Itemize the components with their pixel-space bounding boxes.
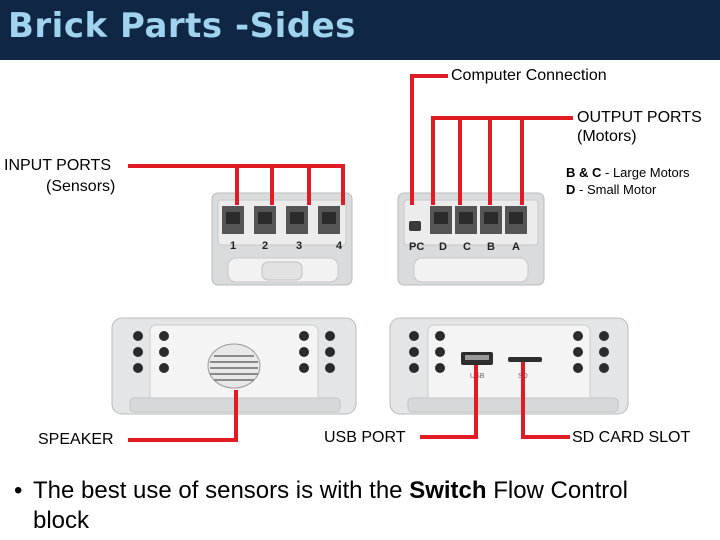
output-port-label-d: D — [439, 241, 447, 253]
sd-card-slot-icon — [508, 357, 542, 362]
input-ports-label-line2: (Sensors) — [46, 178, 116, 195]
output-port-c — [455, 206, 477, 234]
input-ports-label-line1: INPUT PORTS — [4, 157, 111, 174]
input-port-label-1: 1 — [230, 240, 236, 252]
input-port-label-2: 2 — [262, 240, 268, 252]
input-port-label-3: 3 — [296, 240, 302, 252]
input-port-label-4: 4 — [336, 240, 343, 252]
input-side-brick: 1 2 3 4 — [211, 192, 353, 286]
speaker-label: SPEAKER — [38, 431, 114, 448]
bullet-text: The best use of sensors is with the Swit… — [14, 476, 654, 536]
bullet-text-after: Flow Control block — [33, 477, 628, 534]
bullet-point: • The best use of sensors is with the Sw… — [14, 476, 654, 536]
usb-port-icon — [461, 352, 493, 365]
output-port-label-a: A — [512, 241, 520, 253]
usb-sd-side-brick: USB SD — [389, 317, 629, 415]
callout-lines — [128, 74, 573, 442]
bullet-symbol: • — [14, 477, 23, 504]
callout-input-ports — [128, 164, 345, 205]
slide-title: Brick Parts -Sides — [8, 6, 356, 46]
input-port-1 — [222, 206, 244, 234]
speaker-side-brick — [111, 317, 357, 415]
output-port-label-c: C — [463, 241, 471, 253]
output-port-label-b: B — [487, 241, 495, 253]
motors-d-prefix: D — [566, 182, 576, 197]
bullet-text-before: The best use of sensors is with the — [33, 477, 410, 504]
motors-bc-prefix: B & C — [566, 165, 602, 180]
callout-usb-port — [420, 365, 478, 439]
callout-sd-card-slot — [521, 362, 570, 439]
speaker-grille-icon — [207, 343, 261, 389]
title-bar: Brick Parts -Sides — [0, 0, 720, 60]
pc-mini-usb-port — [409, 221, 421, 231]
output-side-brick: PC D C B A — [397, 192, 545, 286]
callout-computer-connection — [410, 74, 448, 205]
usb-port-label: USB PORT — [324, 429, 406, 446]
motors-d-note: D - Small Motor — [566, 181, 656, 198]
motors-d-text: - Small Motor — [575, 182, 657, 197]
sd-card-slot-label: SD CARD SLOT — [572, 429, 691, 446]
computer-connection-label: Computer Connection — [451, 67, 607, 84]
callout-output-ports — [431, 116, 573, 205]
output-port-label-pc: PC — [409, 241, 424, 253]
output-port-b — [480, 206, 502, 234]
output-ports-label-line1: OUTPUT PORTS — [577, 109, 702, 126]
motors-bc-text: - Large Motors — [601, 165, 690, 180]
input-port-2 — [254, 206, 276, 234]
input-port-4 — [318, 206, 340, 234]
output-port-d — [430, 206, 452, 234]
output-ports-label-line2: (Motors) — [577, 128, 637, 145]
motors-bc-note: B & C - Large Motors — [566, 164, 690, 181]
bullet-text-bold: Switch — [409, 477, 487, 504]
input-port-3 — [286, 206, 308, 234]
output-port-a — [505, 206, 527, 234]
callout-speaker — [128, 390, 238, 442]
